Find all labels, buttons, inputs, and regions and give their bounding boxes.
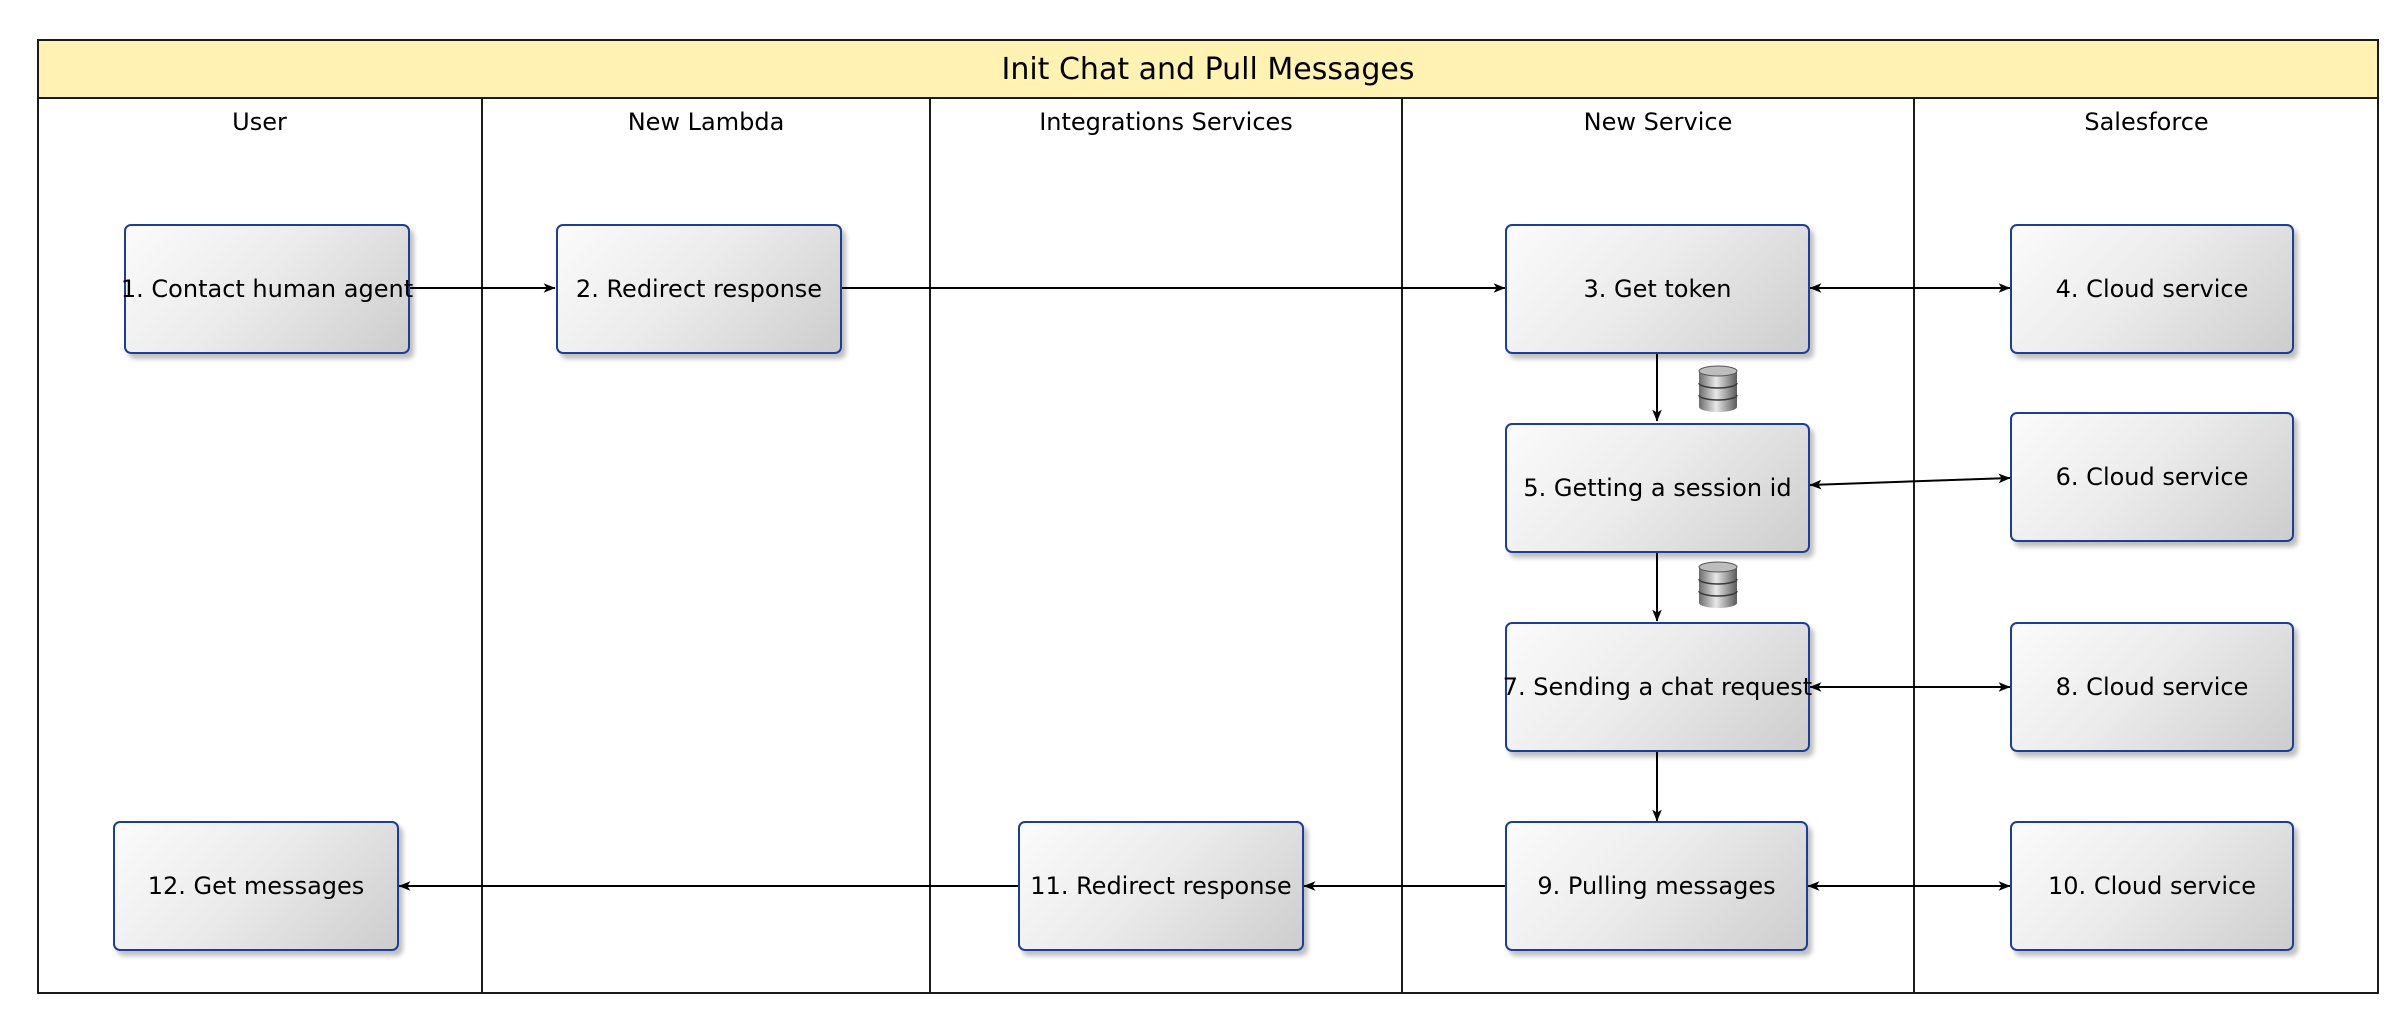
node-get-token[interactable]: 3. Get token bbox=[1505, 224, 1810, 354]
node-redirect-response[interactable]: 2. Redirect response bbox=[556, 224, 842, 354]
node-cloud-service-10[interactable]: 10. Cloud service bbox=[2010, 821, 2294, 951]
node-cloud-service-6[interactable]: 6. Cloud service bbox=[2010, 412, 2294, 542]
lane-title-salesforce: Salesforce bbox=[2084, 108, 2209, 136]
diagram-title: Init Chat and Pull Messages bbox=[37, 39, 2379, 99]
node-cloud-service-4[interactable]: 4. Cloud service bbox=[2010, 224, 2294, 354]
edge-n5-n6 bbox=[1809, 473, 2011, 490]
database-icon bbox=[1698, 561, 1738, 608]
lane-title-user: User bbox=[232, 108, 287, 136]
node-pulling-messages[interactable]: 9. Pulling messages bbox=[1505, 821, 1808, 951]
node-getting-session-id[interactable]: 5. Getting a session id bbox=[1505, 423, 1810, 553]
node-get-messages[interactable]: 12. Get messages bbox=[113, 821, 399, 951]
node-contact-human-agent[interactable]: 1. Contact human agent bbox=[121, 224, 413, 354]
node-cloud-service-8[interactable]: 8. Cloud service bbox=[2010, 622, 2294, 752]
lane-title-integrations-services: Integrations Services bbox=[1039, 108, 1293, 136]
node-sending-chat-request[interactable]: 7. Sending a chat request bbox=[1503, 622, 1812, 752]
lane-title-new-service: New Service bbox=[1583, 108, 1733, 136]
lane-title-new-lambda: New Lambda bbox=[627, 108, 785, 136]
node-redirect-response-11[interactable]: 11. Redirect response bbox=[1018, 821, 1304, 951]
database-icon bbox=[1698, 365, 1738, 412]
